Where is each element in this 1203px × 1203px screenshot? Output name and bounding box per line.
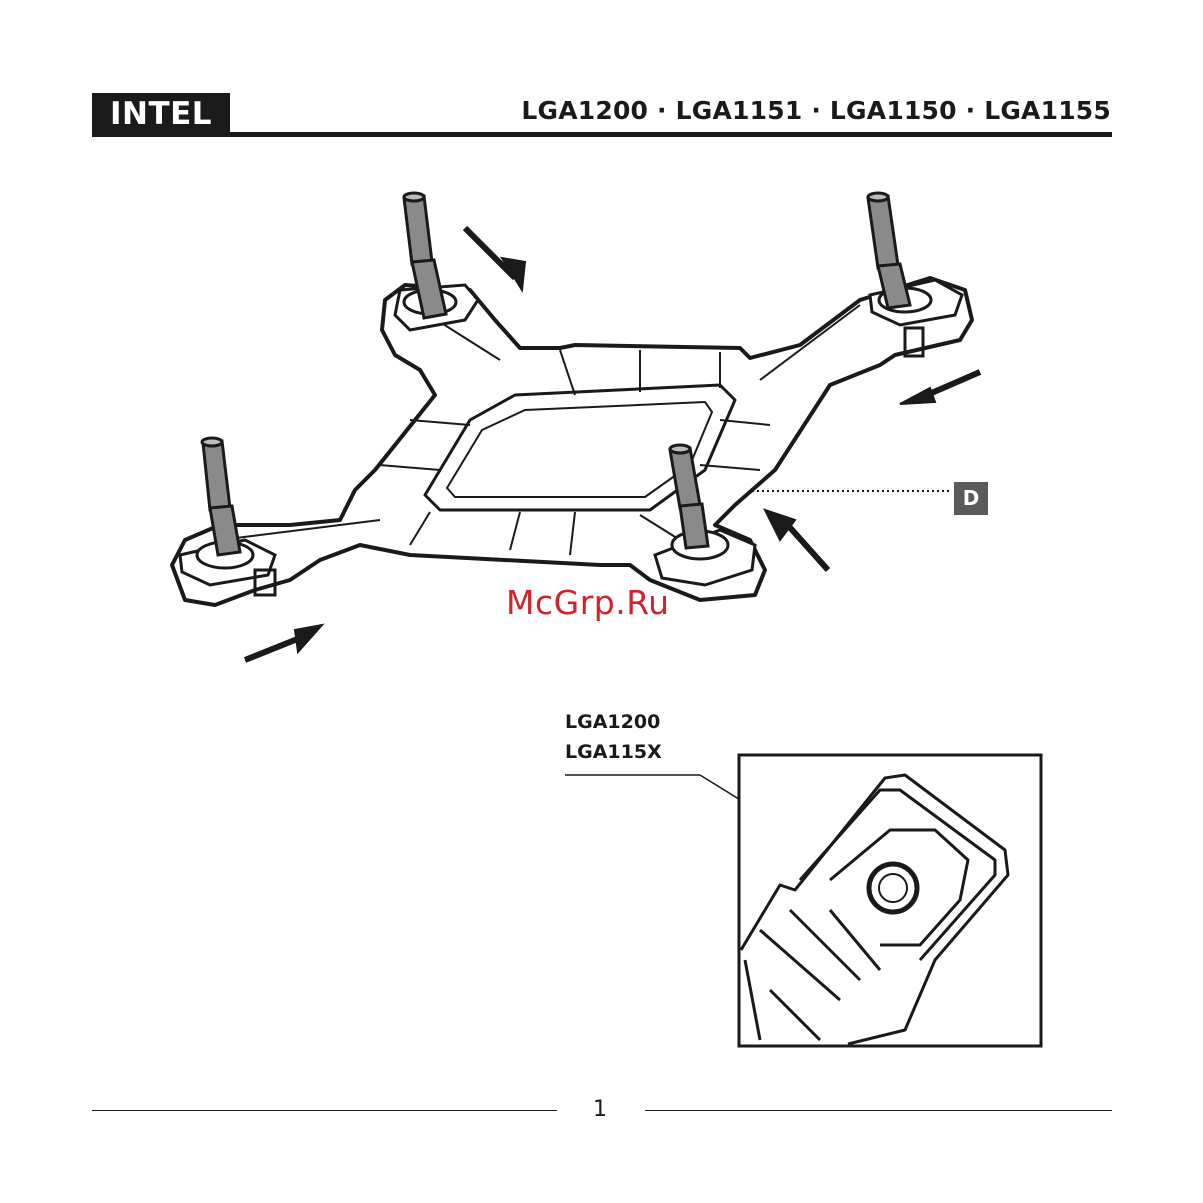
footer-rule-right bbox=[645, 1110, 1112, 1111]
callout-label-d: D bbox=[954, 482, 988, 515]
backplate-illustration bbox=[0, 150, 1203, 710]
page-number: 1 bbox=[585, 1096, 615, 1124]
header-rule bbox=[92, 132, 1112, 137]
socket-list-title: LGA1200 · LGA1151 · LGA1150 · LGA1155 bbox=[521, 94, 1111, 128]
brand-label: INTEL bbox=[92, 93, 230, 136]
bracket-outline bbox=[172, 278, 972, 605]
watermark: McGrp.Ru bbox=[506, 583, 670, 622]
detail-zoom-illustration bbox=[560, 750, 1060, 1050]
standoff-pin-top-right bbox=[868, 193, 910, 308]
detail-label-lga1200: LGA1200 bbox=[565, 710, 660, 734]
footer-rule-left bbox=[92, 1110, 557, 1111]
